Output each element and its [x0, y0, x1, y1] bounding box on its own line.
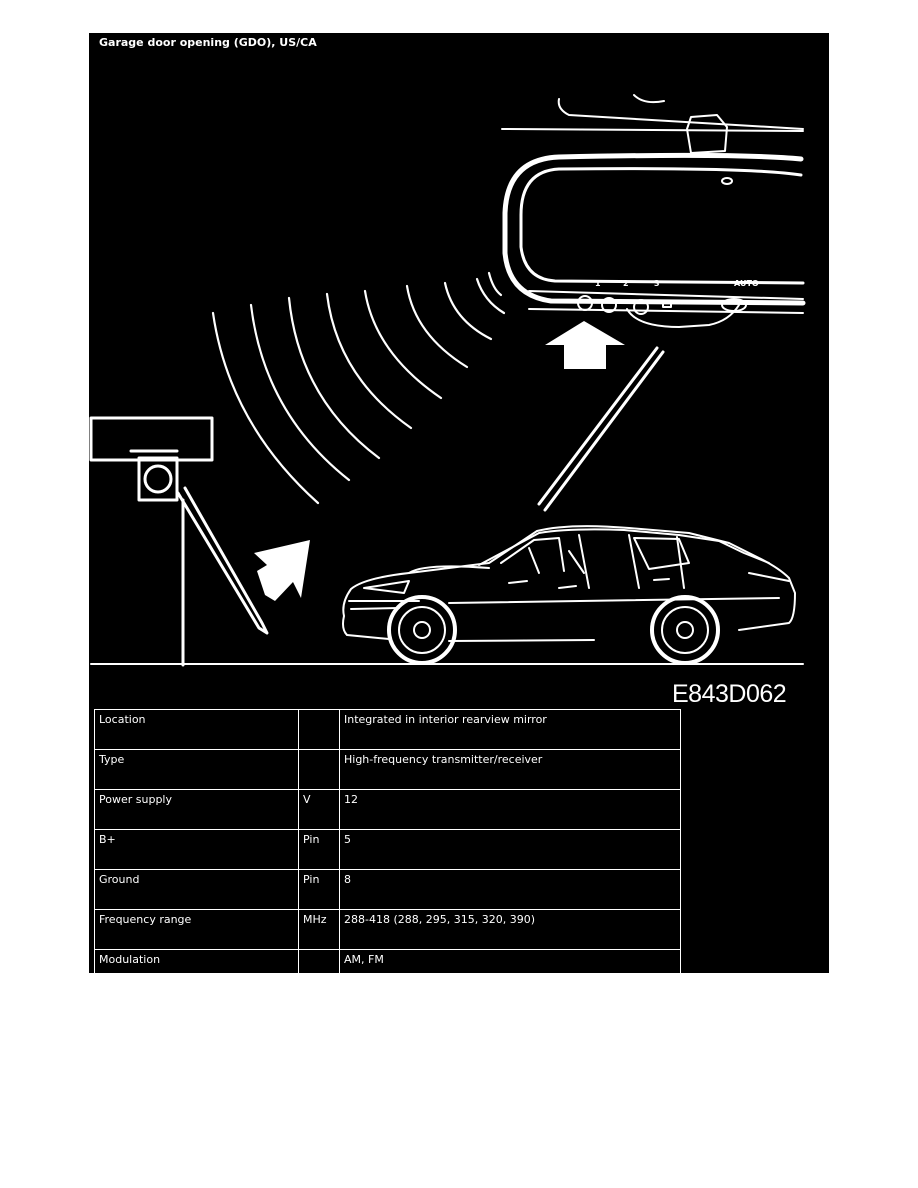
- spec-label-cell: Modulation: [94, 949, 299, 990]
- spec-unit-cell: [298, 949, 340, 990]
- spec-unit-cell: [298, 749, 340, 790]
- up-arrow-icon: [545, 321, 625, 369]
- table-row: Location Integrated in interior rearview …: [94, 709, 681, 750]
- table-row: Type High-frequency transmitter/receiver: [94, 749, 681, 790]
- spec-unit-cell: V: [298, 789, 340, 830]
- transmit-arrow-icon: [254, 540, 310, 601]
- spec-label-cell: Frequency range: [94, 909, 299, 950]
- spec-unit-cell: [298, 709, 340, 750]
- spec-unit-cell: MHz: [298, 909, 340, 950]
- mirror-button-1-label: 1: [595, 279, 601, 288]
- car-illustration: [342, 525, 796, 665]
- spec-value-cell: 8: [339, 869, 681, 910]
- garage-opener-unit: [89, 416, 269, 667]
- spec-value-cell: 288-418 (288, 295, 315, 320, 390): [339, 909, 681, 950]
- spec-label-cell: B+: [94, 829, 299, 870]
- spec-label-cell: Location: [94, 709, 299, 750]
- spec-value-cell: High-frequency transmitter/receiver: [339, 749, 681, 790]
- spec-unit-cell: Pin: [298, 869, 340, 910]
- spec-value-cell: 12: [339, 789, 681, 830]
- figure-code: E843D062: [672, 680, 787, 708]
- rearview-mirror: 1 2 3 AUTO: [501, 94, 806, 328]
- spec-table: Location Integrated in interior rearview …: [94, 709, 681, 990]
- radio-waves-icon: [211, 271, 506, 505]
- spec-value-cell: Integrated in interior rearview mirror: [339, 709, 681, 750]
- gdo-illustration: 1 2 3 AUTO: [89, 94, 806, 667]
- spec-label-cell: Power supply: [94, 789, 299, 830]
- spec-label-cell: Type: [94, 749, 299, 790]
- table-row: Modulation AM, FM: [94, 949, 681, 990]
- spec-value-cell: 5: [339, 829, 681, 870]
- spec-unit-cell: Pin: [298, 829, 340, 870]
- mirror-button-3-label: 3: [654, 279, 660, 288]
- spec-value-cell: AM, FM: [339, 949, 681, 990]
- mirror-auto-label: AUTO: [734, 279, 759, 288]
- mirror-button-2-label: 2: [623, 279, 629, 288]
- figure-panel: Garage door opening (GDO), US/CA 1 2 3 A…: [89, 33, 829, 990]
- figure-title: Garage door opening (GDO), US/CA: [99, 36, 317, 49]
- spec-label-cell: Ground: [94, 869, 299, 910]
- sun-visor: [537, 346, 665, 512]
